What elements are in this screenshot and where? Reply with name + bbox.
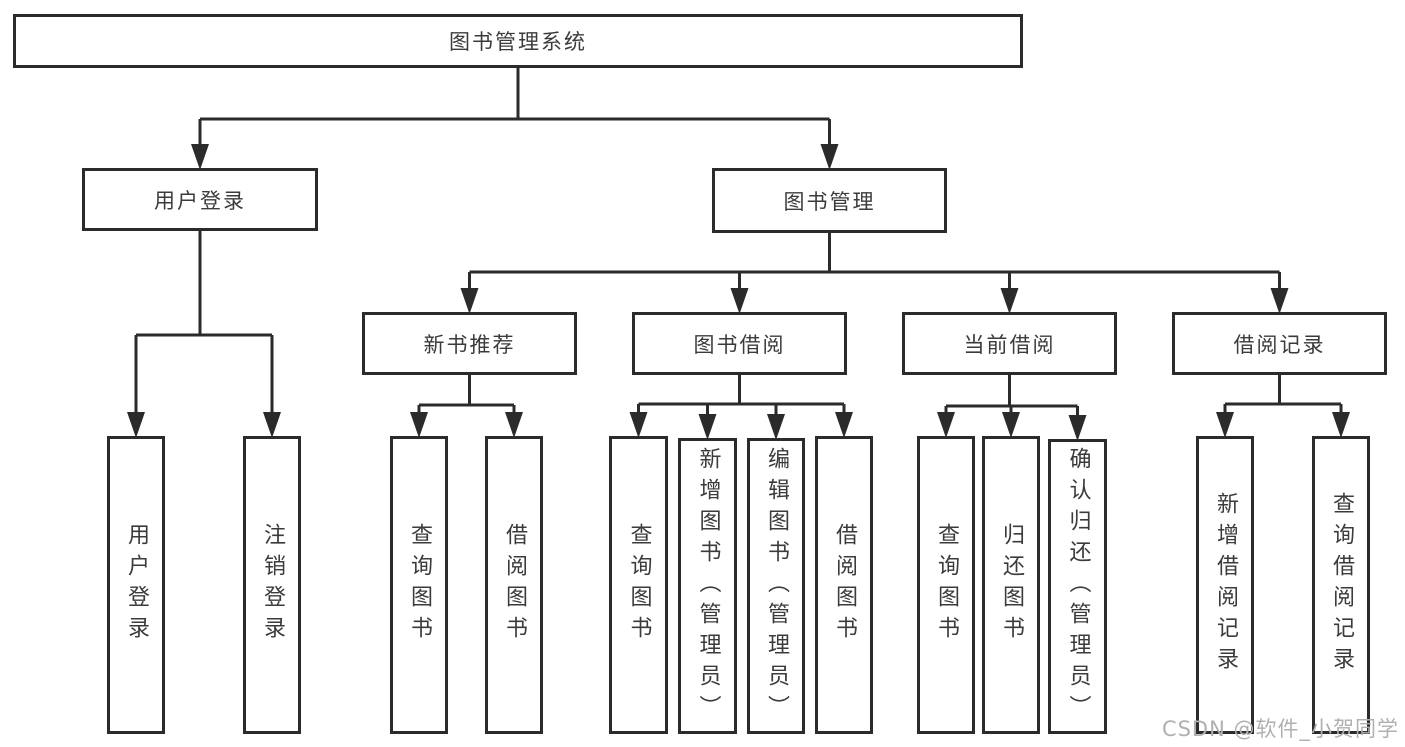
node-borrow-borrow-book: 借阅图书	[815, 436, 873, 734]
arrowhead-icon	[263, 412, 281, 438]
node-label: 新增借阅记录	[1213, 492, 1238, 678]
node-borrow-add-book: 新增图书（管理员）	[678, 438, 737, 734]
arrowhead-icon	[698, 414, 717, 440]
arrowhead-icon	[127, 412, 145, 438]
node-label: 借阅图书	[502, 523, 527, 647]
node-label: 图书借阅	[693, 332, 786, 357]
node-label: 查询借阅记录	[1329, 492, 1354, 678]
node-label: 查询图书	[934, 523, 959, 647]
csdn-watermark: CSDN @软件_小贺同学	[1161, 717, 1399, 741]
arrowhead-icon	[835, 412, 853, 438]
arrowhead-icon	[1216, 412, 1234, 438]
node-label: 用户登录	[154, 188, 246, 213]
node-current-confirm-return: 确认归还（管理员）	[1048, 439, 1107, 734]
arrowhead-icon	[820, 144, 839, 170]
arrowhead-icon	[191, 144, 209, 170]
node-record-query-record: 查询借阅记录	[1312, 436, 1370, 734]
node-recommend-borrow-book: 借阅图书	[485, 436, 543, 734]
node-label: 图书管理系统	[449, 30, 587, 54]
node-label: 借阅图书	[832, 523, 857, 647]
node-record-add-record: 新增借阅记录	[1196, 436, 1254, 734]
arrowhead-icon	[1002, 412, 1020, 438]
arrowhead-icon	[730, 288, 749, 314]
node-borrow-query-book: 查询图书	[609, 436, 668, 734]
node-new-book-recommend: 新书推荐	[362, 312, 577, 375]
arrowhead-icon	[1270, 288, 1289, 314]
node-label: 图书管理	[783, 189, 876, 214]
node-label: 当前借阅	[963, 332, 1056, 357]
node-current-query-book: 查询图书	[917, 436, 975, 734]
node-root: 图书管理系统	[13, 14, 1023, 68]
node-label: 新书推荐	[423, 332, 516, 357]
arrowhead-icon	[629, 412, 648, 438]
node-label: 归还图书	[999, 523, 1024, 647]
node-label: 借阅记录	[1233, 332, 1326, 357]
node-label: 编辑图书（管理员）	[764, 446, 789, 726]
node-current-borrow: 当前借阅	[902, 312, 1117, 375]
arrowhead-icon	[410, 412, 428, 438]
node-label: 新增图书（管理员）	[695, 446, 721, 726]
node-user-login-action: 用户登录	[107, 436, 165, 734]
arrowhead-icon	[1332, 412, 1350, 438]
node-current-return-book: 归还图书	[982, 436, 1040, 734]
node-recommend-query-book: 查询图书	[390, 436, 448, 734]
arrowhead-icon	[1068, 415, 1087, 441]
node-user-login: 用户登录	[82, 168, 318, 231]
node-label: 查询图书	[407, 523, 432, 647]
arrowhead-icon	[937, 412, 955, 438]
node-label: 用户登录	[124, 523, 149, 647]
arrowhead-icon	[767, 414, 785, 440]
arrowhead-icon	[460, 288, 479, 314]
node-borrow-record: 借阅记录	[1172, 312, 1387, 375]
node-label: 查询图书	[626, 523, 652, 647]
node-book-borrow: 图书借阅	[632, 312, 847, 375]
node-label: 确认归还（管理员）	[1065, 447, 1091, 726]
node-book-management: 图书管理	[712, 168, 947, 233]
node-borrow-edit-book: 编辑图书（管理员）	[747, 438, 805, 734]
arrowhead-icon	[1000, 288, 1019, 314]
node-logout-action: 注销登录	[243, 436, 301, 734]
arrowhead-icon	[505, 412, 523, 438]
node-label: 注销登录	[260, 523, 285, 647]
